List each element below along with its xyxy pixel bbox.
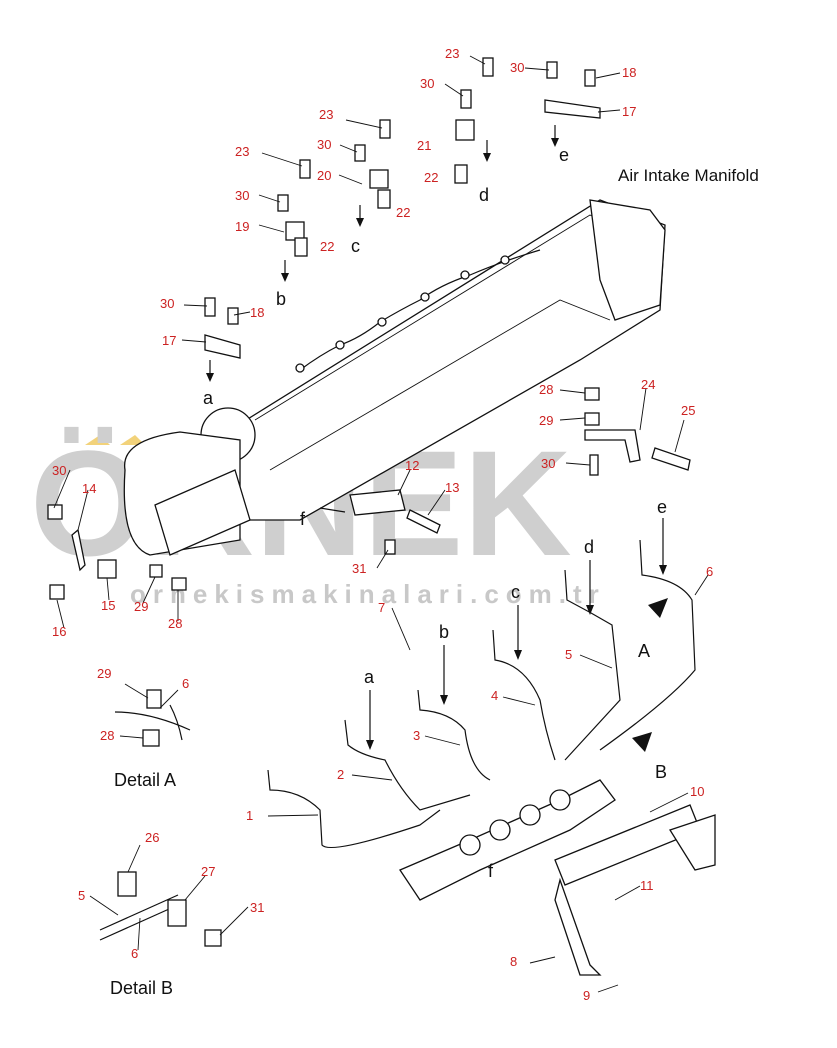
callout-22-a: 22 <box>424 170 438 185</box>
callout-10: 10 <box>690 784 704 799</box>
callout-18-top: 18 <box>622 65 636 80</box>
callout-30-g: 30 <box>52 463 66 478</box>
air-intake-manifold <box>123 199 666 556</box>
bracket-assembly <box>554 804 716 976</box>
callout-31: 31 <box>352 561 366 576</box>
view-marker-b: B <box>655 762 667 782</box>
callout-6-detail-b: 6 <box>131 946 138 961</box>
callout-29: 29 <box>539 413 553 428</box>
callout-25: 25 <box>681 403 695 418</box>
callout-16: 16 <box>52 624 66 639</box>
detail-a-drawing <box>114 683 191 747</box>
callout-9: 9 <box>583 988 590 1003</box>
detail-a-label: Detail A <box>114 770 176 790</box>
route-letter-a-top: a <box>203 388 214 408</box>
route-letter-d-bottom: d <box>584 537 594 557</box>
callout-29-detail-a: 29 <box>97 666 111 681</box>
callout-23-c: 23 <box>235 144 249 159</box>
callout-17-top: 17 <box>622 104 636 119</box>
callout-12: 12 <box>405 458 419 473</box>
callout-6: 6 <box>706 564 713 579</box>
callout-19: 19 <box>235 219 249 234</box>
manifold-title: Air Intake Manifold <box>618 166 759 185</box>
route-letter-f-top: f <box>300 509 306 529</box>
callout-23-b: 23 <box>319 107 333 122</box>
callout-18-left: 18 <box>250 305 264 320</box>
callout-8: 8 <box>510 954 517 969</box>
route-letter-labels: a b c d e f a b c d e f <box>203 145 667 881</box>
callout-13: 13 <box>445 480 459 495</box>
callout-2: 2 <box>337 767 344 782</box>
callout-30-f: 30 <box>541 456 555 471</box>
callout-24: 24 <box>641 377 655 392</box>
route-letter-c-bottom: c <box>511 582 520 602</box>
route-letter-e-top: e <box>559 145 569 165</box>
callout-20: 20 <box>317 168 331 183</box>
watermark-accent-mark <box>85 435 145 445</box>
callout-15: 15 <box>101 598 115 613</box>
callout-22-b: 22 <box>396 205 410 220</box>
callout-22-c: 22 <box>320 239 334 254</box>
route-letter-a-bottom: a <box>364 667 375 687</box>
callout-26: 26 <box>145 830 159 845</box>
callout-5-detail-b: 5 <box>78 888 85 903</box>
callout-23-a: 23 <box>445 46 459 61</box>
route-letter-b-top: b <box>276 289 286 309</box>
callout-labels: 1 2 3 4 5 5 6 6 6 7 8 9 10 11 12 13 14 1… <box>52 46 713 1003</box>
detail-b-label: Detail B <box>110 978 173 998</box>
callout-3: 3 <box>413 728 420 743</box>
route-arrows <box>206 125 668 752</box>
callout-21: 21 <box>417 138 431 153</box>
view-marker-a: A <box>638 641 650 661</box>
route-letter-e-bottom: e <box>657 497 667 517</box>
callout-30-e: 30 <box>160 296 174 311</box>
route-letter-c-top: c <box>351 236 360 256</box>
leader-lines <box>53 55 709 993</box>
callout-30-a: 30 <box>510 60 524 75</box>
callout-28-detail-a: 28 <box>100 728 114 743</box>
route-letter-d-top: d <box>479 185 489 205</box>
callout-5: 5 <box>565 647 572 662</box>
callout-30-c: 30 <box>317 137 331 152</box>
watermark-url: ornekismakinalari.com.tr <box>130 579 606 609</box>
route-letter-f-bottom: f <box>488 861 494 881</box>
route-letter-b-bottom: b <box>439 622 449 642</box>
callout-7: 7 <box>378 600 385 615</box>
callout-30-d: 30 <box>235 188 249 203</box>
callout-31-detail-b: 31 <box>250 900 264 915</box>
callout-17-left: 17 <box>162 333 176 348</box>
detail-b-drawing <box>89 844 249 951</box>
callout-14: 14 <box>82 481 96 496</box>
callout-29-left: 29 <box>134 599 148 614</box>
callout-1: 1 <box>246 808 253 823</box>
callout-30-b: 30 <box>420 76 434 91</box>
callout-4: 4 <box>491 688 498 703</box>
fuel-pipes <box>267 539 696 901</box>
callout-27: 27 <box>201 864 215 879</box>
callout-6-detail-a: 6 <box>182 676 189 691</box>
callout-28-left: 28 <box>168 616 182 631</box>
callout-28: 28 <box>539 382 553 397</box>
callout-11: 11 <box>640 878 654 893</box>
